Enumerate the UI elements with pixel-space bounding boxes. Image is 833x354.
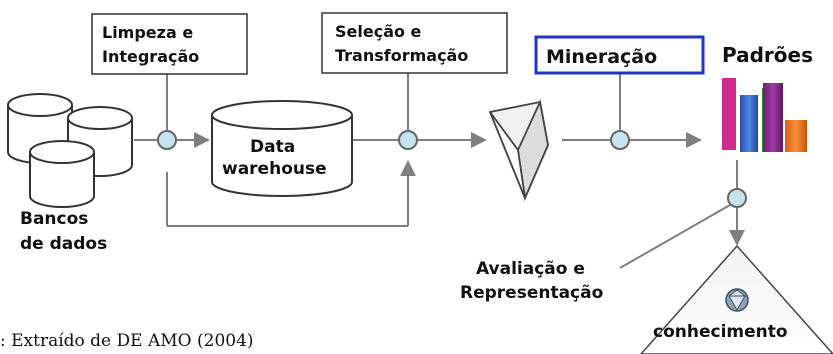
diamond-icon	[725, 288, 749, 312]
selection-step-line2: Transformação	[335, 46, 468, 65]
connector-mining	[610, 130, 630, 150]
bar-magenta	[722, 78, 736, 150]
transformed-data-icon	[488, 99, 549, 202]
connector-evaluation	[727, 188, 747, 208]
patterns-label: Padrões	[722, 43, 813, 67]
evaluation-step-line2: Representação	[460, 283, 603, 303]
databases-label-line1: Bancos	[20, 209, 88, 229]
selection-step-line1: Seleção e	[335, 22, 422, 41]
connector-cleaning	[157, 130, 177, 150]
patterns-bars-icon	[722, 78, 807, 152]
mining-step-label: Mineração	[546, 46, 657, 68]
mining-step-box: Mineração	[534, 35, 705, 75]
figure-caption: : Extraído de DE AMO (2004)	[0, 331, 254, 351]
connector-selection	[398, 130, 418, 150]
bar-blue	[740, 95, 758, 152]
warehouse-label-line1: Data	[250, 137, 295, 157]
databases-icon	[7, 93, 133, 208]
databases-label-line2: de dados	[20, 234, 107, 254]
knowledge-label: conhecimento	[653, 322, 788, 342]
selection-step-box: Seleção e Transformação	[321, 12, 508, 74]
bar-purple	[763, 83, 783, 152]
evaluation-step-line1: Avaliação e	[476, 259, 585, 279]
cleaning-step-line2: Integração	[102, 47, 199, 66]
cleaning-step-box: Limpeza e Integração	[91, 13, 248, 75]
data-warehouse-icon	[211, 100, 353, 197]
cleaning-step-line1: Limpeza e	[102, 23, 193, 42]
bar-orange	[785, 120, 807, 152]
flow-lines	[134, 73, 745, 269]
warehouse-label-line2: warehouse	[222, 159, 327, 179]
